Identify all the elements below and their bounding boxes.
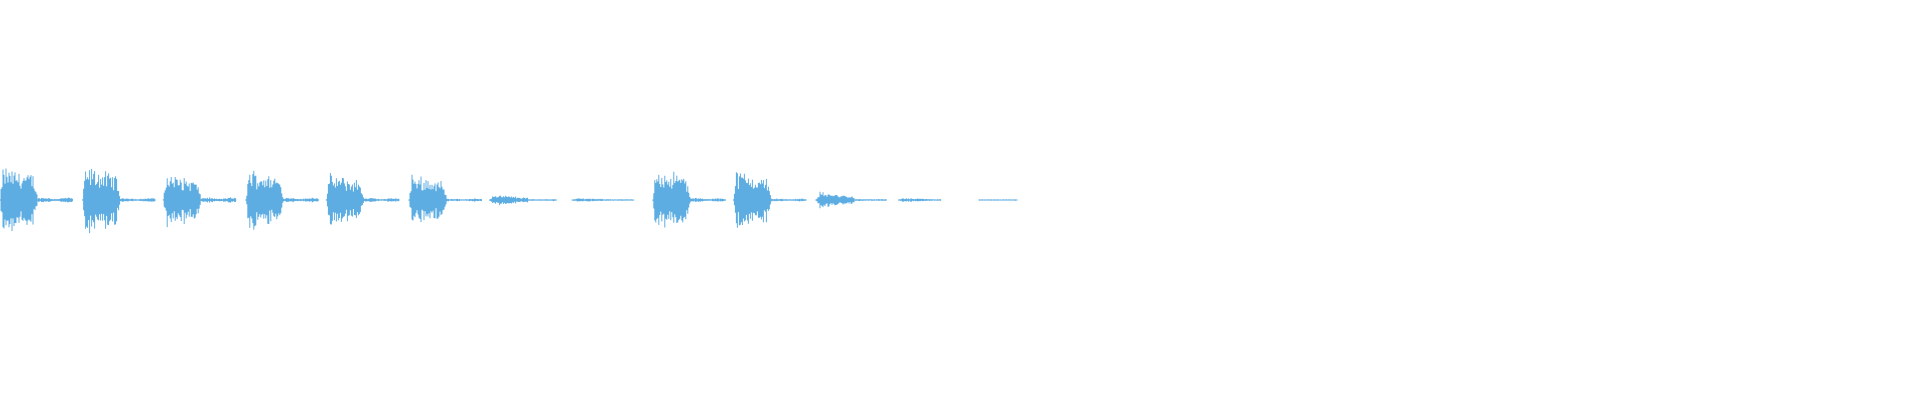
waveform-trace: [0, 168, 1018, 234]
waveform-path: [82, 169, 122, 234]
waveform-segment-9: [325, 173, 365, 225]
waveform-segment-11: [408, 174, 448, 223]
waveform-path: [325, 173, 365, 225]
waveform-path: [408, 174, 448, 223]
waveform-segment-3: [82, 169, 122, 234]
waveform-segment-5: [162, 177, 202, 228]
waveform-path: [162, 177, 202, 228]
